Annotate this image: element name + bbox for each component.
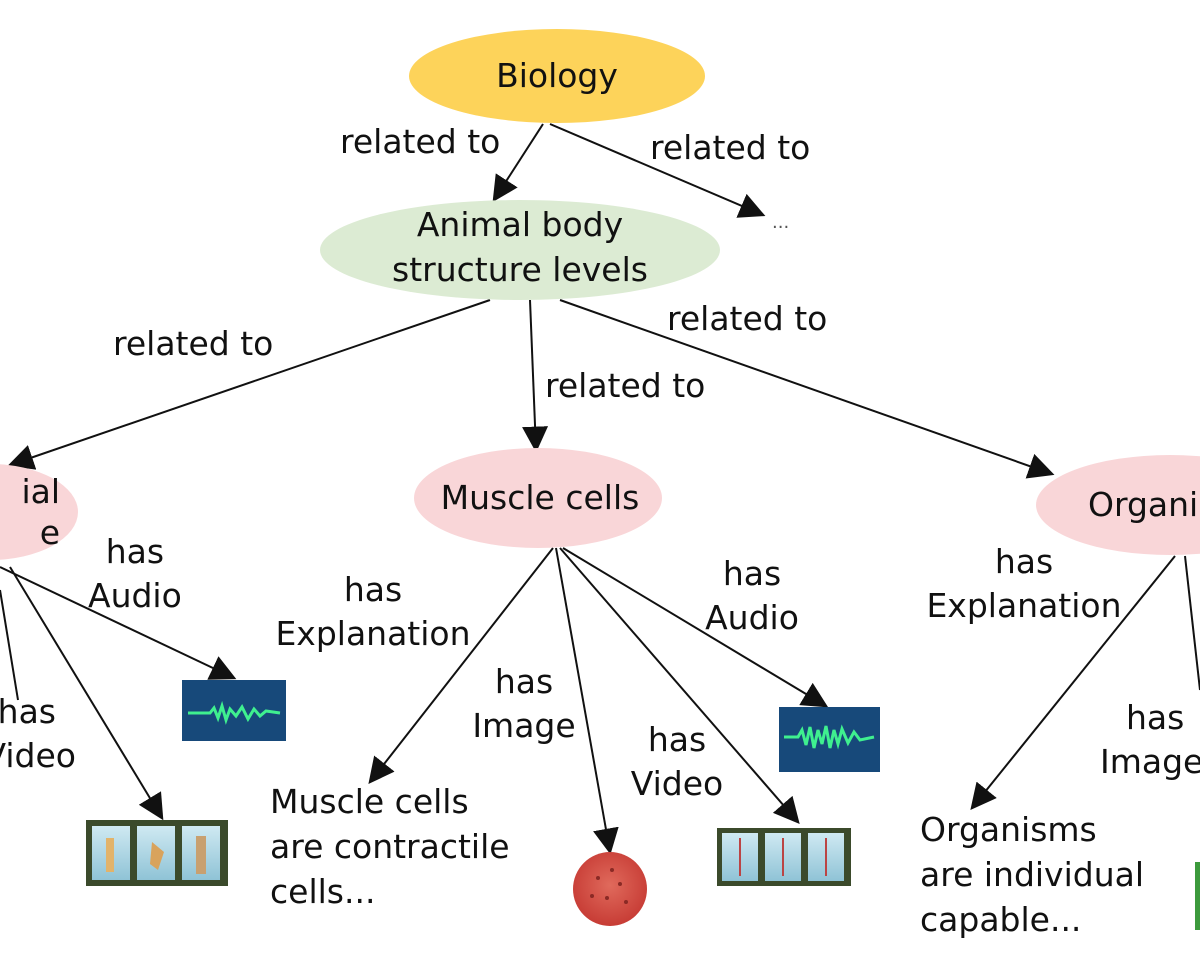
link-label-left-audio-line1: has [105, 532, 165, 571]
link-label-muscle-image-line1: has [494, 662, 554, 701]
link-label-animal-organisms: related to [667, 299, 828, 338]
description-muscle-line2: are contractile [270, 826, 510, 866]
edge-left-audio [0, 566, 237, 680]
node-muscle-cells[interactable] [414, 448, 662, 548]
node-left-partial[interactable] [0, 464, 78, 560]
node-organisms-label: Organi [1088, 485, 1199, 524]
audio-thumbnail-left[interactable] [182, 680, 286, 741]
cell-image-thumbnail[interactable] [573, 852, 647, 926]
node-more-ellipsis[interactable]: ... [772, 212, 790, 233]
link-label-left-video-line1: has [0, 692, 56, 731]
description-organisms-line3: capable... [920, 899, 1082, 939]
edge-animal-muscle [522, 299, 549, 453]
edges [0, 123, 1200, 855]
video-thumbnail-muscle[interactable] [717, 828, 851, 886]
link-label-animal-muscle: related to [545, 366, 706, 405]
description-muscle-line1: Muscle cells [270, 782, 469, 821]
node-animal-body[interactable] [320, 200, 720, 300]
description-organisms-line2: are individual [920, 854, 1145, 894]
edge-muscle-image [555, 547, 619, 855]
description-organisms-line1: Organisms [920, 810, 1097, 849]
link-label-organisms-explanation: has Explanation [923, 540, 1125, 627]
link-label-muscle-explanation-line2: Explanation [275, 613, 471, 653]
link-label-muscle-image-line2: Image [472, 705, 576, 745]
node-animal-body-line2: structure levels [392, 249, 648, 289]
description-muscle-cells[interactable]: Muscle cells are contractile cells... [270, 780, 510, 915]
edge-muscle-video [559, 547, 800, 824]
link-label-muscle-video: has Video [628, 718, 726, 805]
node-animal-body-label: Animal body structure levels [320, 203, 720, 292]
audio-thumbnail-muscle[interactable] [779, 707, 880, 772]
link-label-left-audio-line2: Audio [88, 575, 182, 615]
node-left-partial-line2: e [39, 512, 60, 552]
link-label-organisms-image-line1: has [1126, 698, 1185, 737]
link-label-muscle-video-line2: Video [630, 763, 724, 803]
node-left-partial-label: ial e [0, 470, 60, 555]
edge-muscle-explanation [368, 547, 554, 785]
edge-biology-more [549, 123, 766, 218]
link-label-biology-animal: related to [340, 122, 501, 161]
link-label-muscle-audio-line1: has [722, 554, 782, 593]
link-label-left-audio: has Audio [88, 530, 182, 617]
link-label-organisms-image-line2: Image [1100, 741, 1200, 781]
edge-muscle-audio [562, 547, 829, 708]
edge-left-video [9, 566, 164, 821]
link-label-animal-left: related to [113, 324, 274, 363]
node-animal-body-line1: Animal body [416, 205, 624, 244]
edge-animal-left [7, 299, 491, 470]
link-label-muscle-image: has Image [468, 660, 580, 747]
link-label-muscle-audio: has Audio [702, 552, 802, 639]
link-label-organisms-explanation-line2: Explanation [926, 585, 1122, 625]
link-label-organisms-explanation-line1: has [994, 542, 1054, 581]
video-thumbnail-left[interactable] [86, 820, 228, 886]
link-label-biology-more: related to [650, 128, 811, 167]
link-label-muscle-explanation: has Explanation [272, 568, 474, 655]
node-muscle-cells-label: Muscle cells [440, 478, 640, 517]
node-biology[interactable] [409, 29, 705, 123]
node-organisms-partial[interactable] [1036, 455, 1200, 555]
link-label-left-video: has Video [0, 690, 76, 777]
edge-biology-animal [492, 123, 544, 203]
node-biology-label: Biology [496, 56, 618, 95]
link-label-muscle-audio-line2: Audio [705, 597, 799, 637]
edge-animal-organisms [559, 299, 1055, 479]
description-muscle-line3: cells... [270, 871, 376, 911]
description-organisms[interactable]: Organisms are individual capable... [920, 808, 1144, 943]
edge-left-video-b [0, 589, 19, 701]
edge-organisms-image [1184, 555, 1200, 691]
organisms-image-thumbnail-partial[interactable] [1195, 862, 1200, 930]
link-label-organisms-image: has Image [1100, 696, 1200, 783]
link-label-muscle-video-line1: has [647, 720, 707, 759]
link-label-muscle-explanation-line1: has [343, 570, 403, 609]
node-left-partial-line1: ial [21, 472, 60, 511]
link-label-left-video-line2: Video [0, 735, 76, 775]
edge-organisms-explanation [970, 555, 1176, 811]
